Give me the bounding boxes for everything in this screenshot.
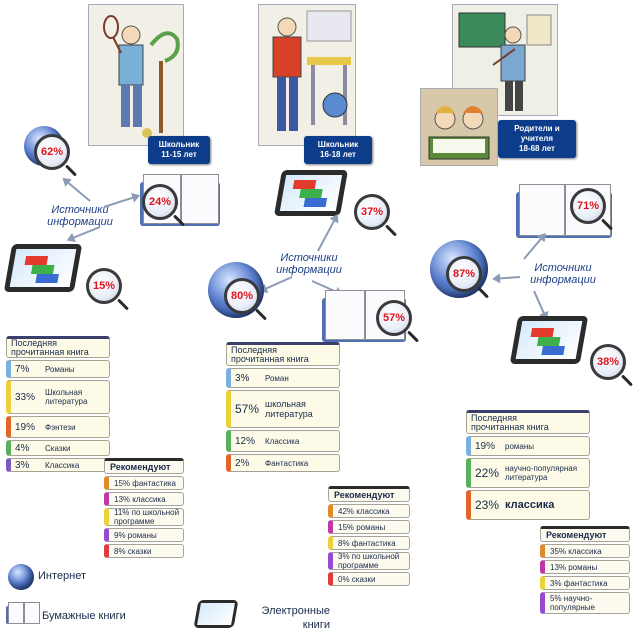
- arrow-to-internet: [63, 178, 91, 202]
- teacher-drawing-icon: [453, 5, 557, 115]
- recommend-header: Рекомендуют: [540, 526, 630, 542]
- recommend-header: Рекомендуют: [104, 458, 184, 474]
- recommend-item: 15% романы: [328, 520, 410, 534]
- legend-electronic-icon: [193, 600, 239, 628]
- last-read-item: 22%научно-популярная литература: [466, 458, 590, 488]
- sources-line-2: информации: [530, 274, 596, 286]
- percent-badge-internet: 80%: [224, 278, 260, 314]
- recommend-item: 8% фантастика: [328, 536, 410, 550]
- percent-badge-internet: 62%: [34, 134, 70, 170]
- recommend-stack-11-15: Рекомендуют 15% фантастика 13% классика …: [104, 458, 184, 560]
- ebook-tablet-icon: [273, 170, 349, 216]
- age-tag-16-18: Школьник 16-18 лет: [304, 136, 372, 164]
- age-tag-line-2: учителя: [520, 134, 554, 143]
- illustration-schoolboy-11-15: [88, 4, 184, 146]
- age-tag-line-1: Школьник: [317, 140, 359, 149]
- ebook-tablet-icon: [3, 244, 83, 292]
- age-tag-11-15: Школьник 11-15 лет: [148, 136, 210, 164]
- recommend-item: 13% классика: [104, 492, 184, 506]
- recommend-item: 42% классика: [328, 504, 410, 518]
- ebook-tablet-icon: [509, 316, 589, 364]
- recommend-item: 35% классика: [540, 544, 630, 558]
- percent-badge-electronic: 37%: [354, 194, 390, 230]
- last-read-item: 19%романы: [466, 436, 590, 456]
- percent-badge-paper: 24%: [142, 184, 178, 220]
- percent-badge-electronic: 15%: [86, 268, 122, 304]
- sources-line-1: Источники: [280, 252, 338, 264]
- boy-drawing-icon: [89, 5, 183, 145]
- age-tag-18-68: Родители и учителя 18-68 лет: [498, 120, 576, 158]
- legend-paper-icon: [6, 600, 40, 626]
- parents-drawing-icon: [421, 89, 497, 165]
- recommend-stack-16-18: Рекомендуют 42% классика 15% романы 8% ф…: [328, 486, 410, 588]
- recommend-header: Рекомендуют: [328, 486, 410, 502]
- last-read-item: 4%Сказки: [6, 440, 110, 456]
- arrow-to-electronic: [68, 226, 101, 241]
- legend-internet-label: Интернет: [38, 570, 86, 582]
- recommend-item: 8% сказки: [104, 544, 184, 558]
- sources-line-1: Источники: [534, 262, 592, 274]
- last-read-item: 57%школьная литература: [226, 390, 340, 428]
- last-read-item: 33%Школьная литература: [6, 380, 110, 414]
- age-tag-line-3: 18-68 лет: [519, 144, 555, 153]
- recommend-item: 11% по школьной программе: [104, 508, 184, 526]
- age-tag-line-2: 11-15 лет: [161, 150, 197, 159]
- recommend-stack-18-68: Рекомендуют 35% классика 13% романы 3% ф…: [540, 526, 630, 616]
- last-read-item: 19%Фэнтези: [6, 416, 110, 438]
- legend-paper-label: Бумажные книги: [42, 610, 126, 622]
- sources-line-1: Источники: [51, 204, 109, 216]
- last-read-item: 2%Фантастика: [226, 454, 340, 472]
- recommend-item: 0% сказки: [328, 572, 410, 586]
- last-read-item: 7%Романы: [6, 360, 110, 378]
- age-tag-line-2: 16-18 лет: [320, 150, 356, 159]
- illustration-schoolboy-16-18: [258, 4, 356, 146]
- legend-electronic-label: Электронные книги: [261, 605, 330, 631]
- last-read-item: 23%классика: [466, 490, 590, 520]
- sources-label: Источники информации: [30, 204, 130, 228]
- recommend-item: 5% научно-популярные: [540, 592, 630, 614]
- percent-badge-electronic: 38%: [590, 344, 626, 380]
- age-tag-line-1: Школьник: [158, 140, 200, 149]
- recommend-item: 3% фантастика: [540, 576, 630, 590]
- age-tag-line-1: Родители и: [514, 124, 560, 133]
- recommend-item: 15% фантастика: [104, 476, 184, 490]
- percent-badge-internet: 87%: [446, 256, 482, 292]
- recommend-item: 9% романы: [104, 528, 184, 542]
- last-read-item: 12%Классика: [226, 430, 340, 452]
- last-read-item: 3%Классика: [6, 458, 110, 472]
- last-read-item: 3%Роман: [226, 368, 340, 388]
- arrow-to-internet: [260, 276, 293, 292]
- arrow-to-electronic: [533, 290, 548, 319]
- sources-line-2: информации: [47, 216, 113, 228]
- sources-label: Источники информации: [508, 262, 618, 286]
- recommend-item: 13% романы: [540, 560, 630, 574]
- illustration-parents: [420, 88, 498, 166]
- legend-internet-icon: [8, 564, 34, 590]
- percent-badge-paper: 57%: [376, 300, 412, 336]
- sources-line-2: информации: [276, 264, 342, 276]
- sources-label: Источники информации: [254, 252, 364, 276]
- recommend-item: 3% по школьной программе: [328, 552, 410, 570]
- arrow-to-electronic: [317, 215, 338, 252]
- percent-badge-paper: 71%: [570, 188, 606, 224]
- teen-drawing-icon: [259, 5, 355, 145]
